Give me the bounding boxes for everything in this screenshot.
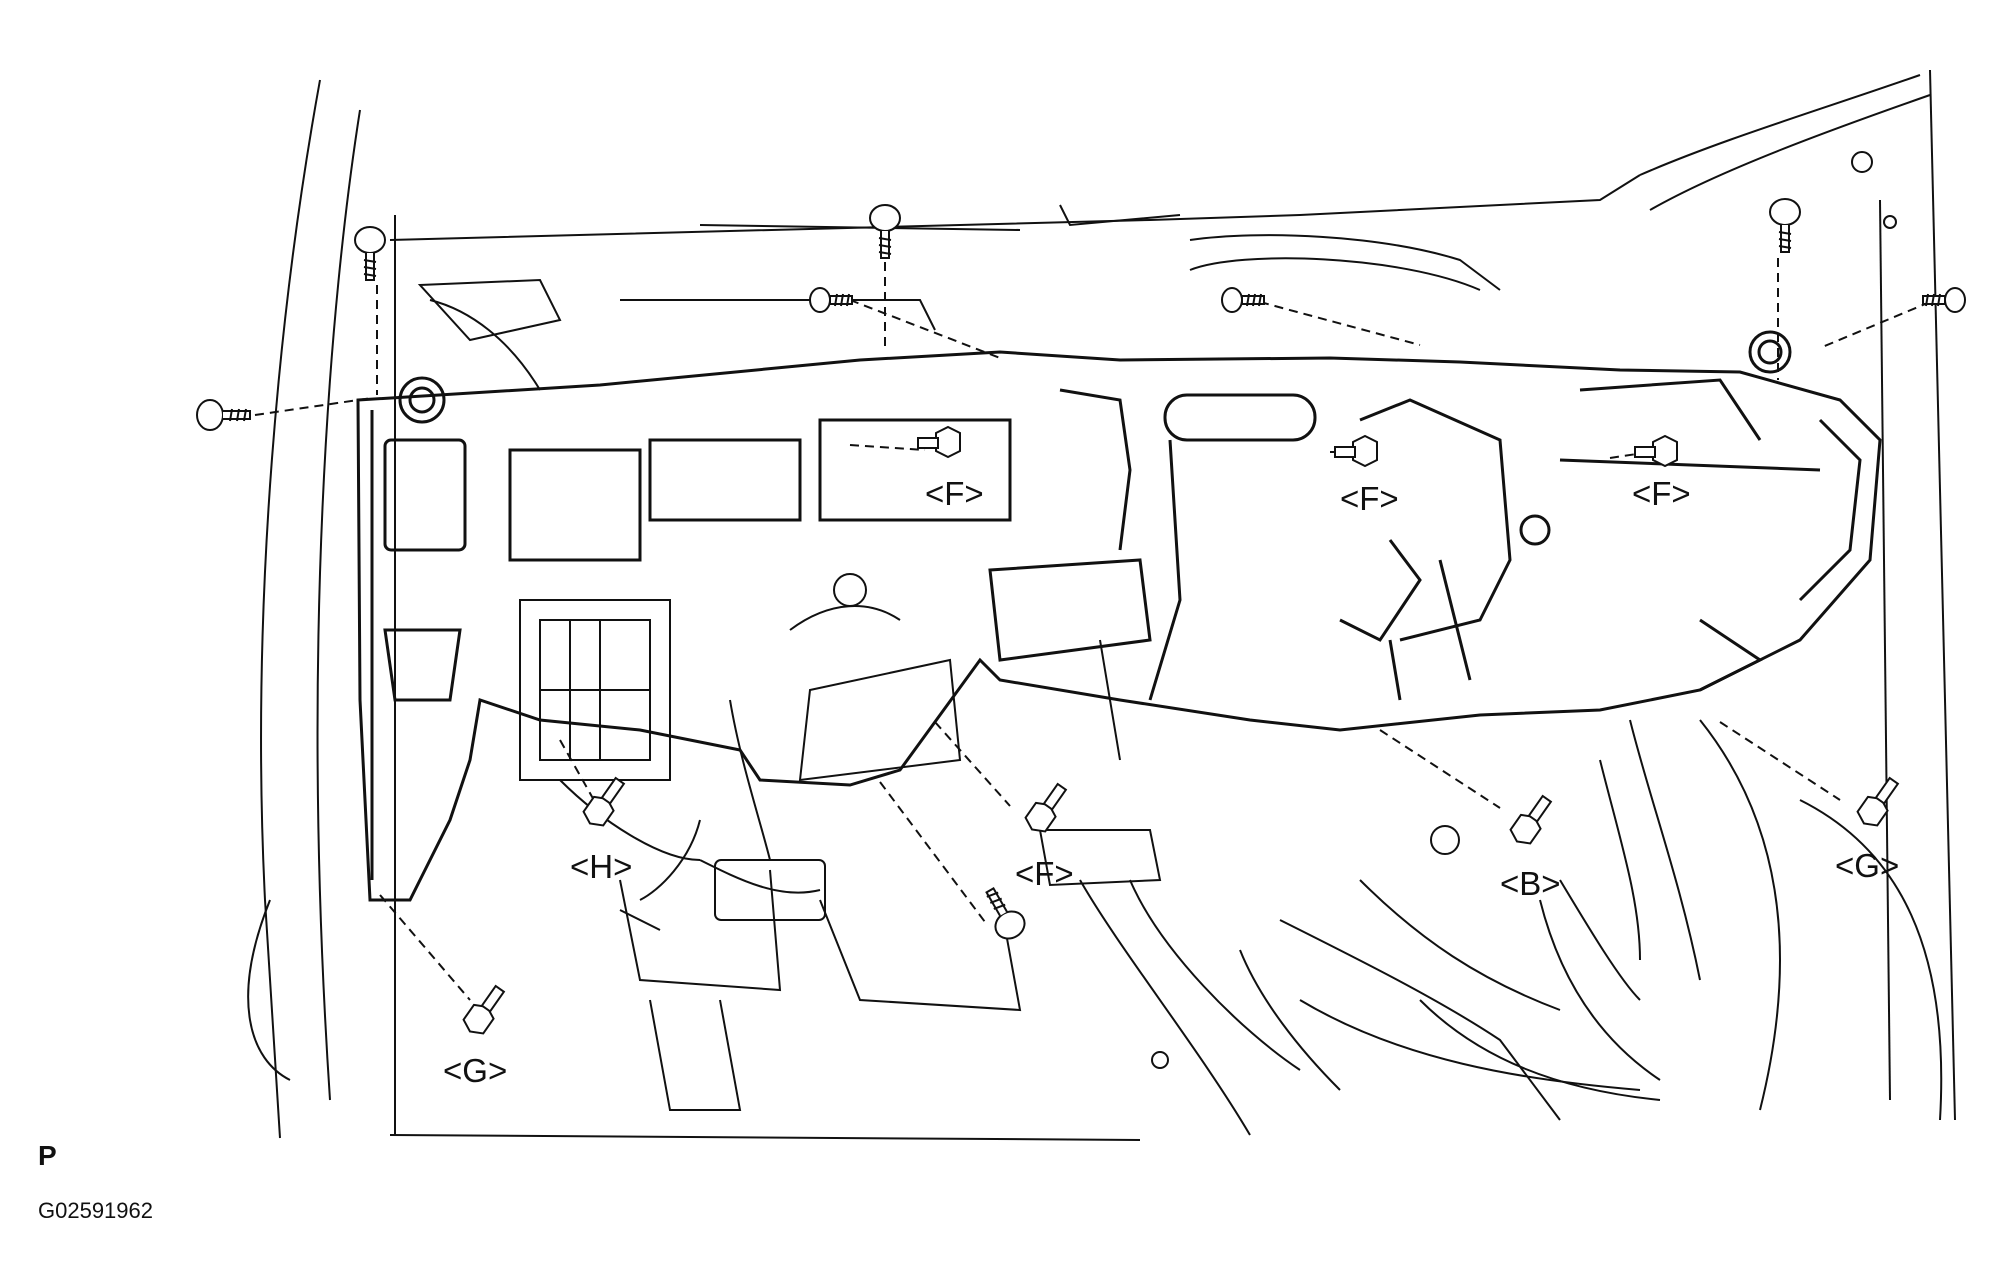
clip-fastener-top-right (1769, 198, 1801, 253)
callout-f-right: <F> (1632, 475, 1691, 512)
clip-fastener-top-center (869, 204, 901, 259)
screw-upper-right (1922, 287, 1966, 313)
callout-g-right: <G> (1835, 847, 1899, 884)
lower-structure (519, 573, 1701, 1136)
instrument-panel-reinforcement (356, 330, 1882, 902)
bolt-h (582, 776, 626, 827)
bolt-b (1509, 794, 1553, 845)
callout-g-left: <G> (443, 1052, 507, 1089)
bolt-f-right (1634, 434, 1678, 468)
bolt-g-right (1856, 776, 1900, 827)
clip-fastener-left-side (196, 399, 251, 431)
callout-f-lower: <F> (1015, 855, 1074, 892)
view-code: P (38, 1140, 57, 1171)
figure-id: G02591962 (38, 1198, 153, 1223)
callout-f-mid: <F> (1340, 480, 1399, 517)
bolt-g-left (462, 984, 506, 1035)
clip-fastener-top-left (354, 226, 386, 281)
clip-fastener-lower-center (985, 886, 1026, 940)
callout-h: <H> (570, 848, 632, 885)
screw-upper-center (1221, 287, 1265, 313)
callout-f-center: <F> (925, 475, 984, 512)
bolt-f-lower (1024, 782, 1068, 833)
bolt-f-mid (1334, 434, 1378, 468)
screw-upper-left (809, 287, 853, 313)
bolt-f-center (917, 425, 961, 459)
callout-b: <B> (1500, 865, 1561, 902)
